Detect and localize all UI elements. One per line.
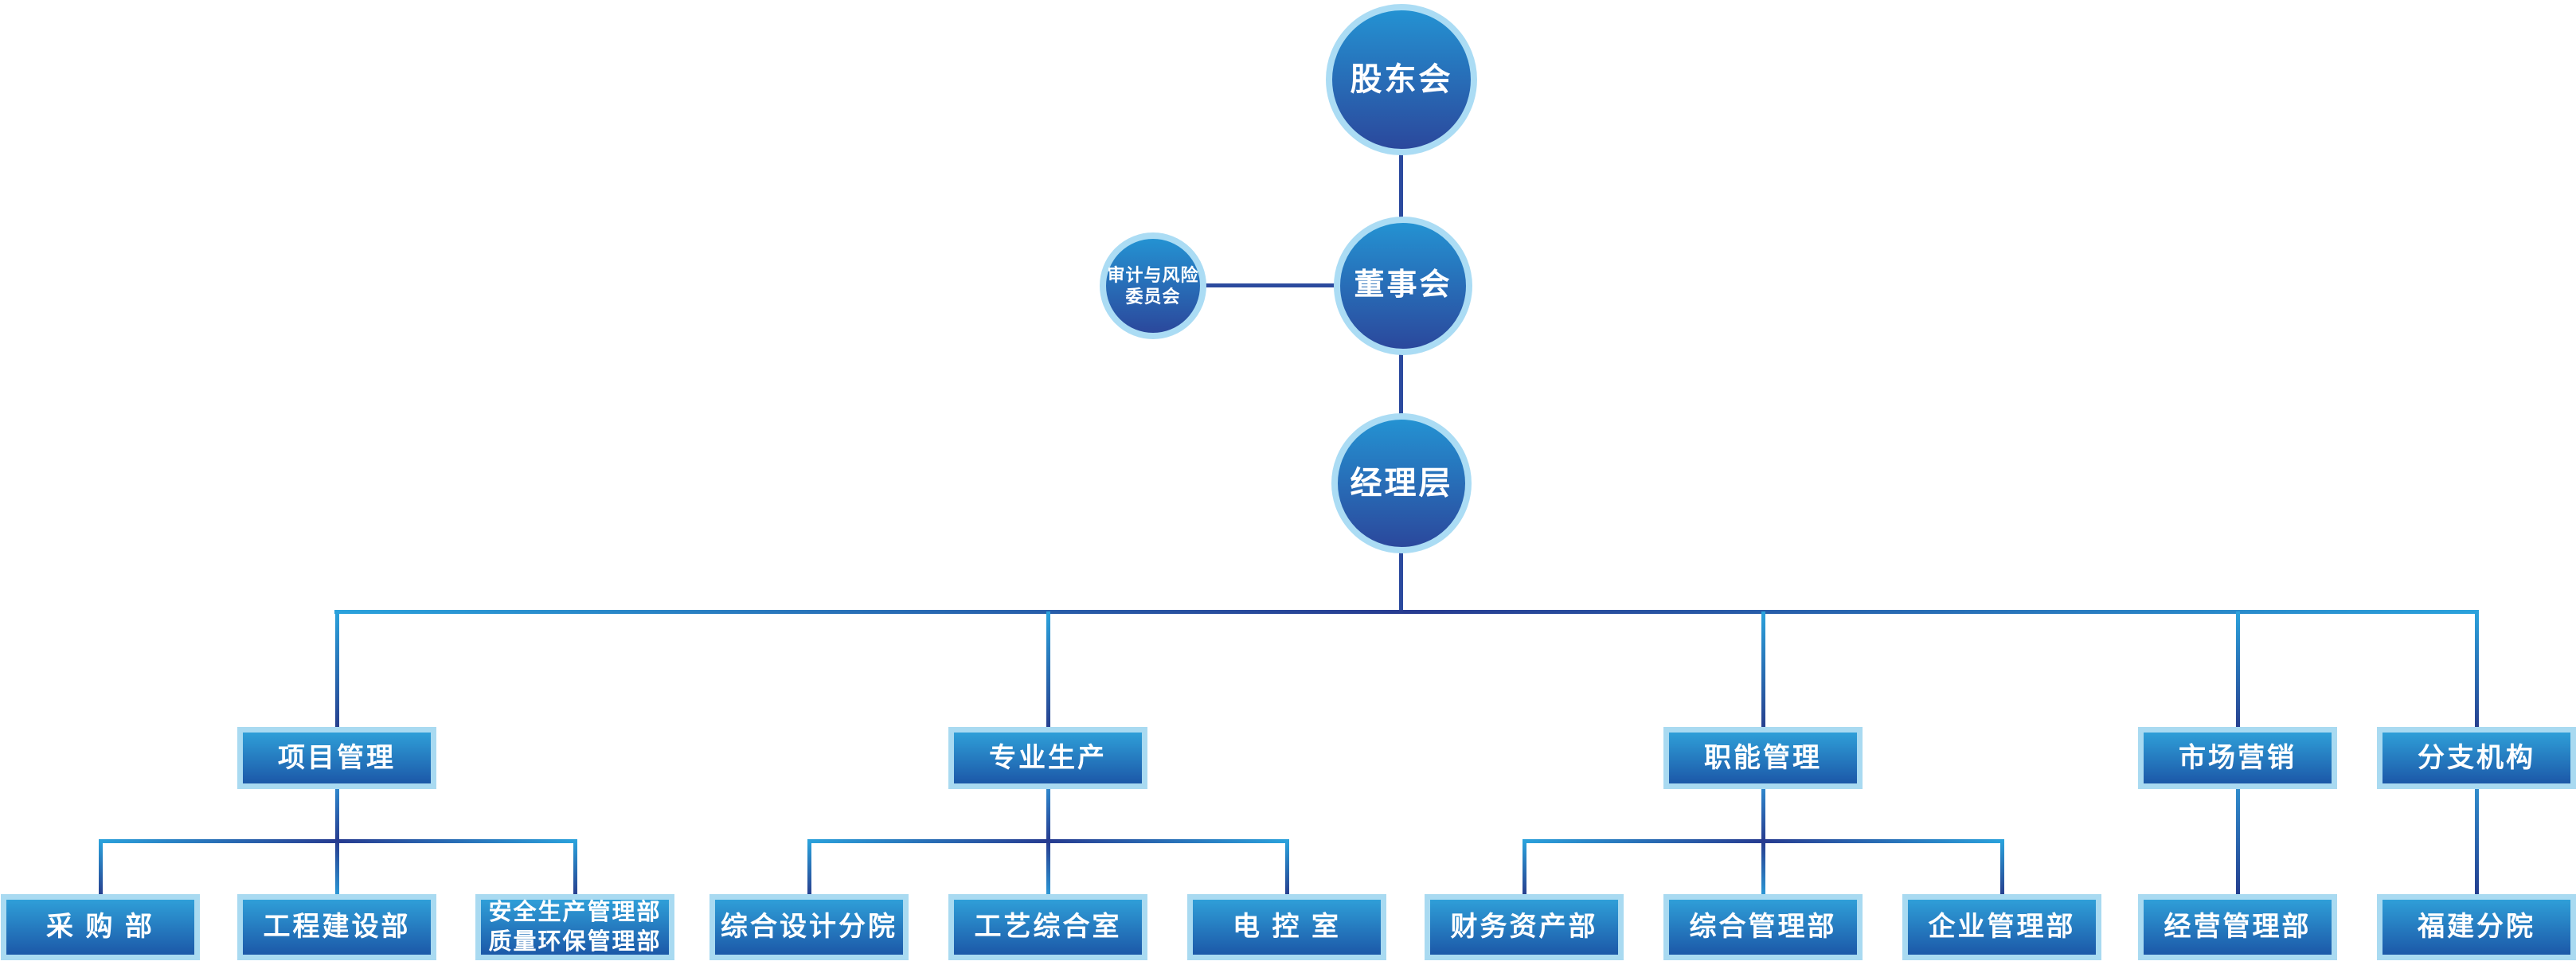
connector-drop-finance bbox=[1523, 841, 1526, 894]
node-electric-label: 电 控 室 bbox=[1233, 912, 1341, 943]
connector-drop-safety bbox=[573, 841, 577, 894]
connector-drop-electric bbox=[1285, 841, 1289, 894]
node-general-management-dept: 综合管理部 bbox=[1663, 894, 1863, 960]
node-audit-committee: 审计与风险 委员会 bbox=[1100, 232, 1206, 339]
connector-subrail-functional bbox=[1523, 839, 2004, 843]
node-branches-label: 分支机构 bbox=[2418, 742, 2535, 773]
node-safety-quality-dept: 安全生产管理部 质量环保管理部 bbox=[475, 894, 674, 960]
node-operations-label: 经营管理部 bbox=[2164, 912, 2312, 943]
node-board-label: 董事会 bbox=[1354, 268, 1452, 303]
node-branch-offices: 分支机构 bbox=[2377, 727, 2576, 789]
connector-rail-production bbox=[1046, 611, 1050, 727]
connector-audit-board bbox=[1204, 283, 1337, 287]
node-procurement-dept: 采 购 部 bbox=[1, 894, 200, 960]
node-management: 经理层 bbox=[1331, 413, 1472, 553]
node-project-label: 项目管理 bbox=[278, 742, 396, 773]
node-functional-management: 职能管理 bbox=[1663, 727, 1863, 789]
node-safety-label-line2: 质量环保管理部 bbox=[488, 928, 662, 955]
node-safety-label-line1: 安全生产管理部 bbox=[488, 900, 662, 926]
connector-board-management bbox=[1399, 353, 1403, 416]
connector-drop-procurement bbox=[99, 841, 103, 894]
node-marketing: 市场营销 bbox=[2138, 727, 2337, 789]
node-project-management: 项目管理 bbox=[237, 727, 436, 789]
node-finance-label: 财务资产部 bbox=[1450, 912, 1598, 943]
node-procurement-label: 采 购 部 bbox=[46, 912, 154, 943]
node-engineering-dept: 工程建设部 bbox=[237, 894, 436, 960]
node-audit-label-line2: 委员会 bbox=[1125, 287, 1181, 307]
node-enterprise-management-dept: 企业管理部 bbox=[1902, 894, 2101, 960]
connector-management-trunk bbox=[1399, 551, 1403, 611]
connector-rail-project bbox=[335, 611, 339, 727]
connector-drop-enterprise bbox=[2000, 841, 2004, 894]
connector-shareholders-board bbox=[1399, 154, 1403, 220]
connector-branches-drop bbox=[2475, 789, 2479, 894]
node-management-label: 经理层 bbox=[1350, 466, 1453, 501]
node-fujian-label: 福建分院 bbox=[2418, 912, 2535, 943]
node-audit-label-line1: 审计与风险 bbox=[1107, 264, 1199, 285]
node-general-label: 综合管理部 bbox=[1689, 912, 1837, 943]
node-professional-production: 专业生产 bbox=[948, 727, 1147, 789]
node-engineering-label: 工程建设部 bbox=[263, 912, 411, 943]
node-electric-control-room: 电 控 室 bbox=[1187, 894, 1386, 960]
connector-rail-branches bbox=[2475, 611, 2479, 727]
node-board: 董事会 bbox=[1334, 217, 1472, 355]
connector-subrail-project bbox=[99, 839, 577, 843]
node-shareholders: 股东会 bbox=[1326, 4, 1477, 155]
connector-drop-design bbox=[807, 841, 811, 894]
connector-main-rail bbox=[334, 610, 2479, 614]
connector-marketing-drop bbox=[2236, 789, 2240, 894]
connector-subrail-production bbox=[807, 839, 1289, 843]
node-operations-management-dept: 经营管理部 bbox=[2138, 894, 2337, 960]
node-marketing-label: 市场营销 bbox=[2179, 742, 2297, 773]
node-production-label: 专业生产 bbox=[989, 742, 1107, 773]
connector-rail-functional bbox=[1761, 611, 1765, 727]
node-enterprise-label: 企业管理部 bbox=[1928, 912, 2076, 943]
node-process-label: 工艺综合室 bbox=[974, 912, 1122, 943]
connector-rail-marketing bbox=[2236, 611, 2240, 727]
node-shareholders-label: 股东会 bbox=[1350, 62, 1453, 97]
node-design-branch: 综合设计分院 bbox=[709, 894, 909, 960]
node-process-room: 工艺综合室 bbox=[948, 894, 1147, 960]
node-functional-label: 职能管理 bbox=[1704, 742, 1822, 773]
node-finance-assets-dept: 财务资产部 bbox=[1425, 894, 1624, 960]
node-fujian-branch: 福建分院 bbox=[2377, 894, 2576, 960]
node-design-label: 综合设计分院 bbox=[721, 912, 897, 943]
